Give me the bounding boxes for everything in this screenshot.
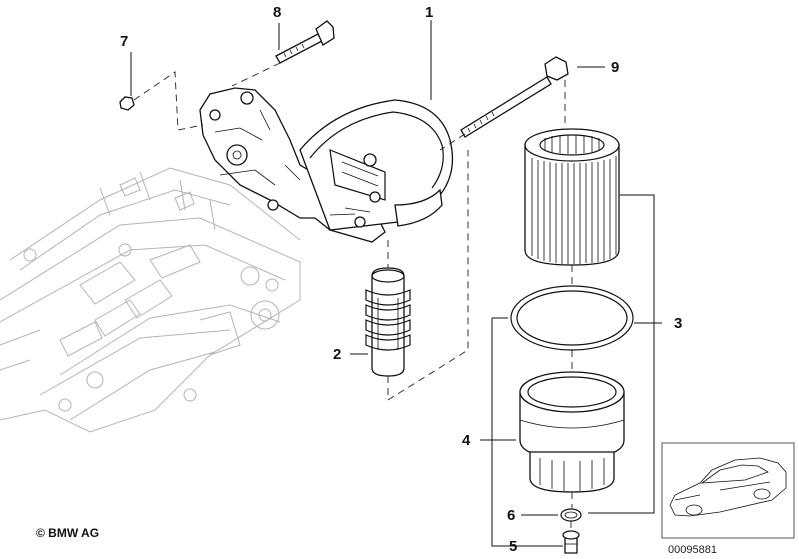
engine-block-ghost [0, 167, 301, 433]
callout-labels: 1 2 3 4 5 6 7 8 9 [120, 4, 682, 555]
bypass-valve-part-2 [365, 267, 411, 377]
seal-ring [510, 285, 634, 351]
copyright-text: © BMW AG [36, 526, 99, 540]
callout-1: 1 [425, 4, 433, 21]
filter-element [524, 128, 620, 266]
callout-4: 4 [462, 432, 471, 449]
callout-3: 3 [674, 315, 682, 332]
nut-part-7 [119, 96, 135, 111]
car-thumbnail-icon [661, 442, 795, 539]
assembly-lines [133, 62, 573, 531]
long-bolt-part-9 [460, 56, 569, 138]
callout-8: 8 [273, 4, 281, 21]
callout-6: 6 [507, 507, 515, 524]
filter-cover-part-4 [519, 371, 625, 493]
callout-5: 5 [509, 538, 517, 555]
leader-lines [130, 20, 662, 547]
small-seal-part-6 [560, 508, 582, 522]
oil-filter-housing [199, 87, 454, 243]
drain-plug-part-5 [562, 530, 580, 554]
callout-2: 2 [333, 346, 341, 363]
callout-7: 7 [120, 33, 128, 50]
callout-9: 9 [611, 59, 619, 76]
bolt-part-8 [275, 20, 335, 64]
document-number: 00095881 [668, 544, 717, 556]
